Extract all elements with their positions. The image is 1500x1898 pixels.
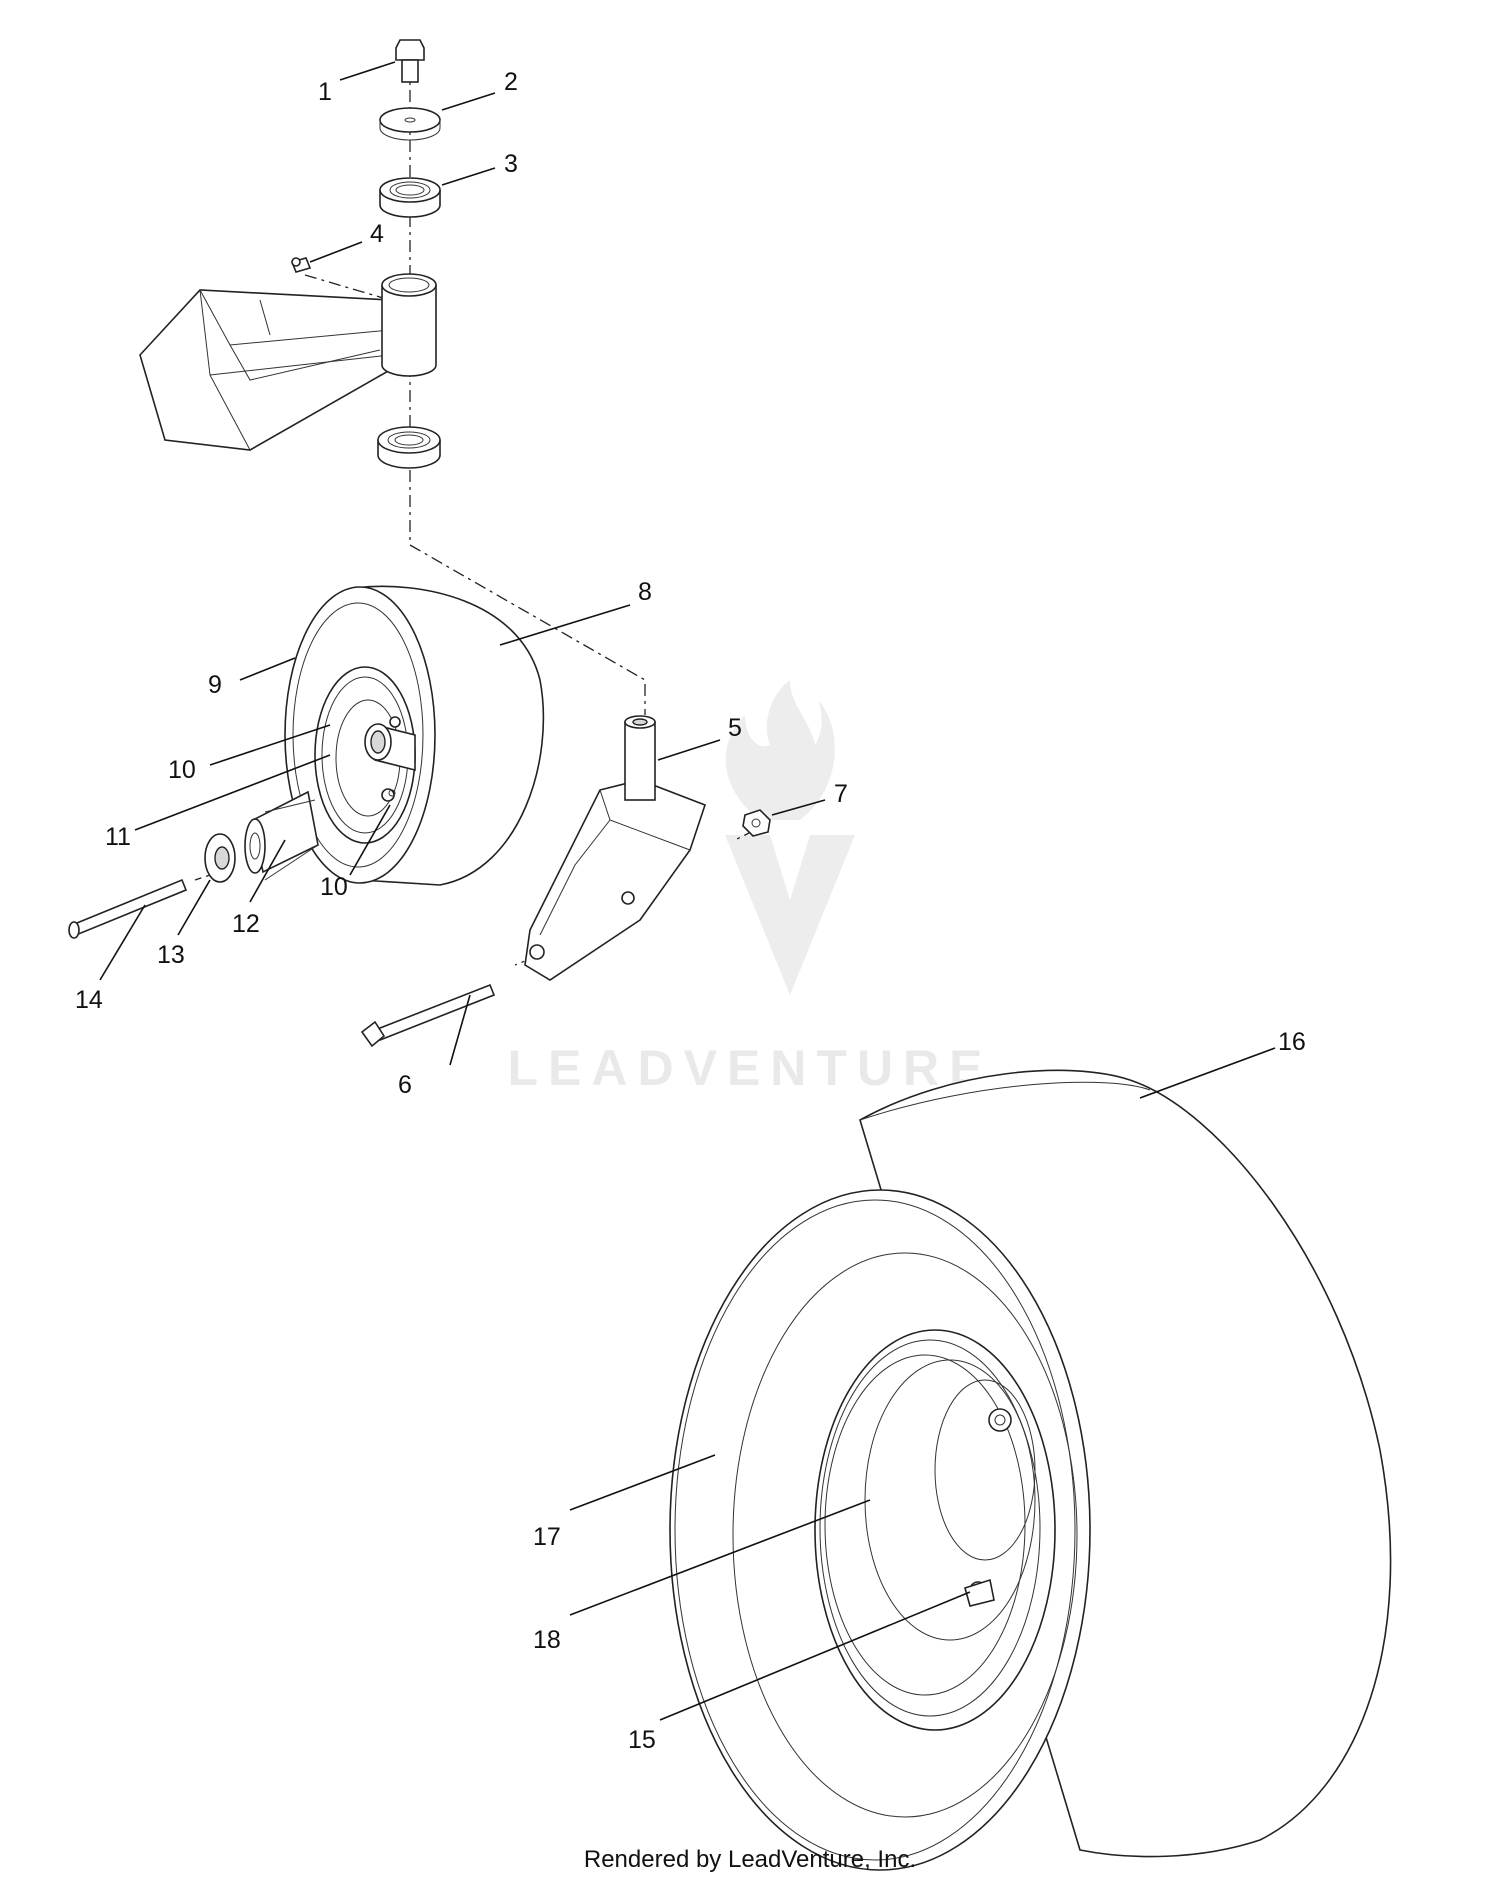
callout-10-drive: 15 <box>628 1726 656 1754</box>
callout-8: 8 <box>638 578 652 606</box>
callout-labels: 1 2 3 4 5 6 7 8 9 10 10 11 12 13 14 15 1… <box>75 68 1306 1754</box>
callout-17: 17 <box>533 1523 561 1551</box>
callout-6: 6 <box>398 1071 412 1099</box>
leader-lines <box>99 61 1276 1721</box>
part-caster-fork-5 <box>524 715 707 981</box>
callout-4: 4 <box>370 220 384 248</box>
part-long-bolt-6 <box>360 983 496 1048</box>
callout-11: 10 <box>168 756 196 784</box>
part-spacer-14 <box>204 833 236 883</box>
part-caster-wheel <box>284 585 545 886</box>
footer-credit: Rendered by LeadVenture, Inc. <box>583 1846 917 1873</box>
callout-16: 16 <box>1278 1028 1306 1056</box>
watermark-v-icon <box>725 835 855 995</box>
callout-5: 5 <box>728 714 742 742</box>
part-lock-nut-7 <box>742 809 771 837</box>
callout-18: 18 <box>533 1626 561 1654</box>
part-bolt-1 <box>395 39 425 83</box>
watermark-text: LEADVENTURE <box>507 1040 992 1096</box>
part-bearing-3 <box>379 177 441 218</box>
callout-13: 12 <box>232 910 260 938</box>
watermark: LEADVENTURE <box>507 680 992 1096</box>
part-axle-15 <box>68 878 188 939</box>
part-washer-2 <box>379 107 441 141</box>
part-frame-arm <box>139 273 437 451</box>
callout-9: 9 <box>208 671 222 699</box>
callout-1: 1 <box>318 78 332 106</box>
callout-10-caster: 10 <box>320 873 348 901</box>
part-bearing-lower <box>377 426 441 469</box>
watermark-flame-icon <box>725 680 835 820</box>
part-drive-wheel <box>669 1069 1392 1871</box>
callout-15: 14 <box>75 986 103 1014</box>
callout-14: 13 <box>157 941 185 969</box>
callout-2: 2 <box>504 68 518 96</box>
callout-3: 3 <box>504 150 518 178</box>
part-bushing-13 <box>244 790 319 881</box>
callout-7: 7 <box>834 780 848 808</box>
callout-12: 11 <box>105 823 131 851</box>
part-grease-fitting-4 <box>290 257 312 273</box>
